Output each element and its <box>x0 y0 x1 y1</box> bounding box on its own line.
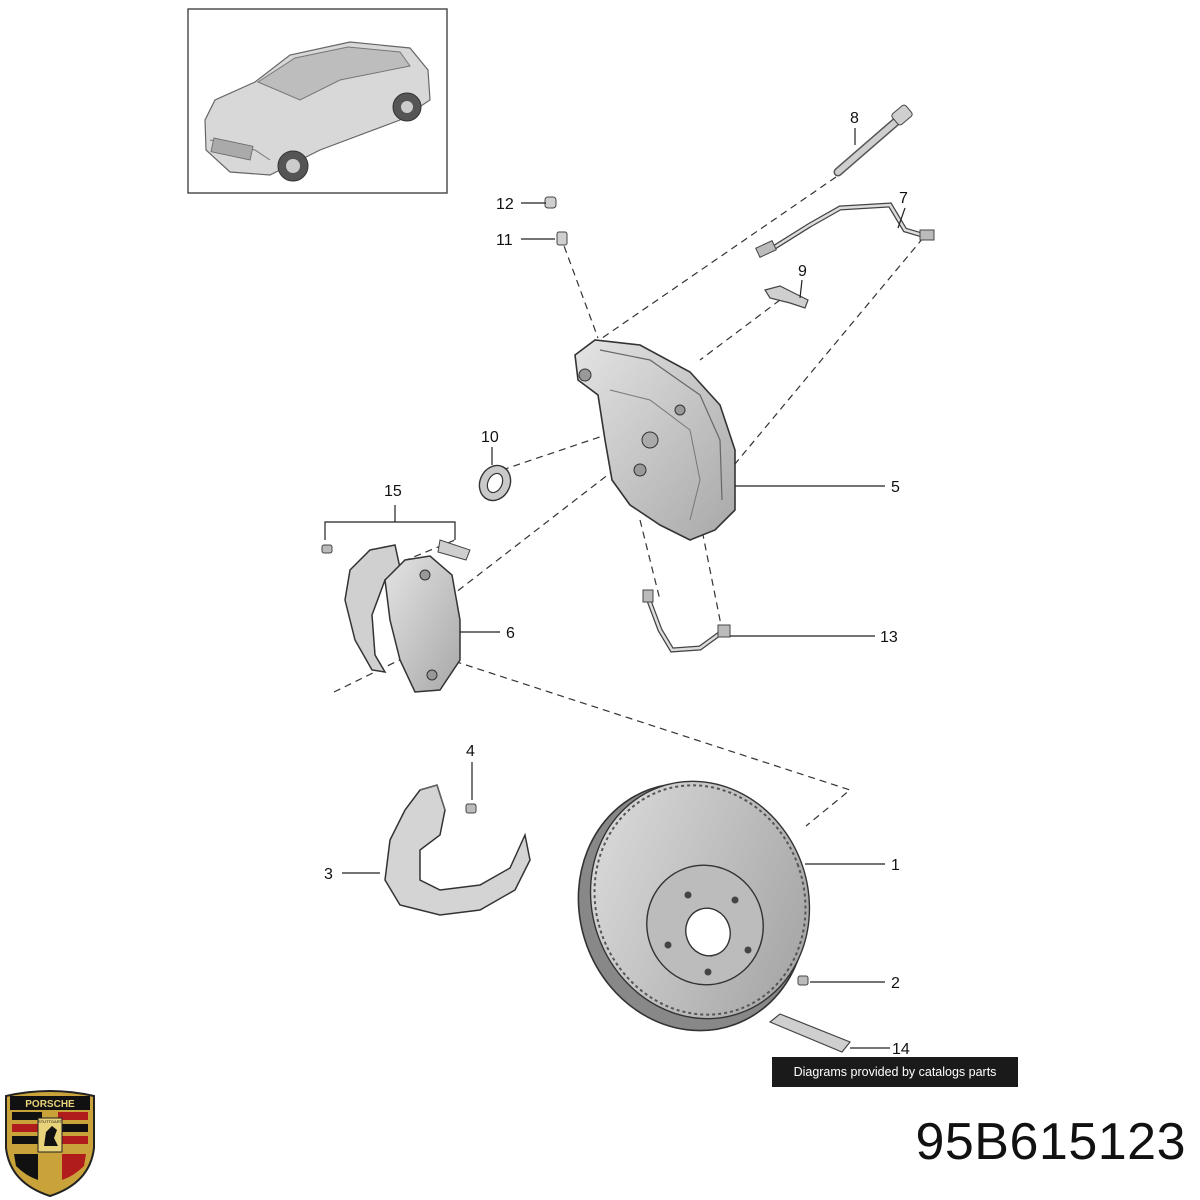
part-screw-4 <box>465 803 477 814</box>
callout-6: 6 <box>506 625 515 642</box>
callout-4: 4 <box>466 743 475 760</box>
part-bleeder-cap-12 <box>544 196 557 209</box>
part-bleeder-valve-11 <box>556 231 568 246</box>
part-bolt-8 <box>833 104 913 177</box>
part-spring-clip-9 <box>764 285 809 309</box>
crest-wordmark: PORSCHE <box>25 1099 75 1110</box>
callout-8: 8 <box>850 110 859 127</box>
callout-5: 5 <box>891 479 900 496</box>
watermark-badge: Diagrams provided by catalogs parts <box>772 1057 1018 1087</box>
callout-13: 13 <box>880 629 898 646</box>
callout-2: 2 <box>891 975 900 992</box>
callout-11: 11 <box>496 232 513 249</box>
part-wear-sensor-7 <box>755 202 935 258</box>
part-splash-guard-3 <box>384 784 531 916</box>
callout-12: 12 <box>496 196 514 213</box>
callout-14: 14 <box>892 1041 910 1058</box>
part-hardware-set-15 <box>321 505 471 561</box>
part-brake-pads-6 <box>344 544 461 693</box>
callout-10: 10 <box>481 429 499 446</box>
callout-7: 7 <box>899 190 908 207</box>
callout-numbers: 8 7 9 12 11 10 5 15 6 13 4 3 1 2 14 <box>324 110 910 1058</box>
callout-15: 15 <box>384 483 402 500</box>
crest-city: STUTTGART <box>38 1119 62 1124</box>
callout-9: 9 <box>798 263 807 280</box>
part-disc-screw-2 <box>797 975 809 986</box>
part-sleeve-14 <box>768 1013 851 1053</box>
part-brake-line-13 <box>642 589 731 653</box>
vehicle-thumbnail <box>187 8 448 194</box>
watermark-text: Diagrams provided by catalogs parts <box>793 1065 997 1079</box>
leader-lines <box>342 128 906 1049</box>
part-caliper-5 <box>574 339 736 541</box>
part-seal-ring-10 <box>478 464 512 502</box>
callout-1: 1 <box>891 857 900 874</box>
callout-3: 3 <box>324 866 333 883</box>
part-brake-disc-1 <box>577 780 811 1032</box>
part-number: 95B615123 <box>915 1113 1186 1171</box>
porsche-crest-icon: PORSCHE STUTTGART <box>5 1090 95 1198</box>
